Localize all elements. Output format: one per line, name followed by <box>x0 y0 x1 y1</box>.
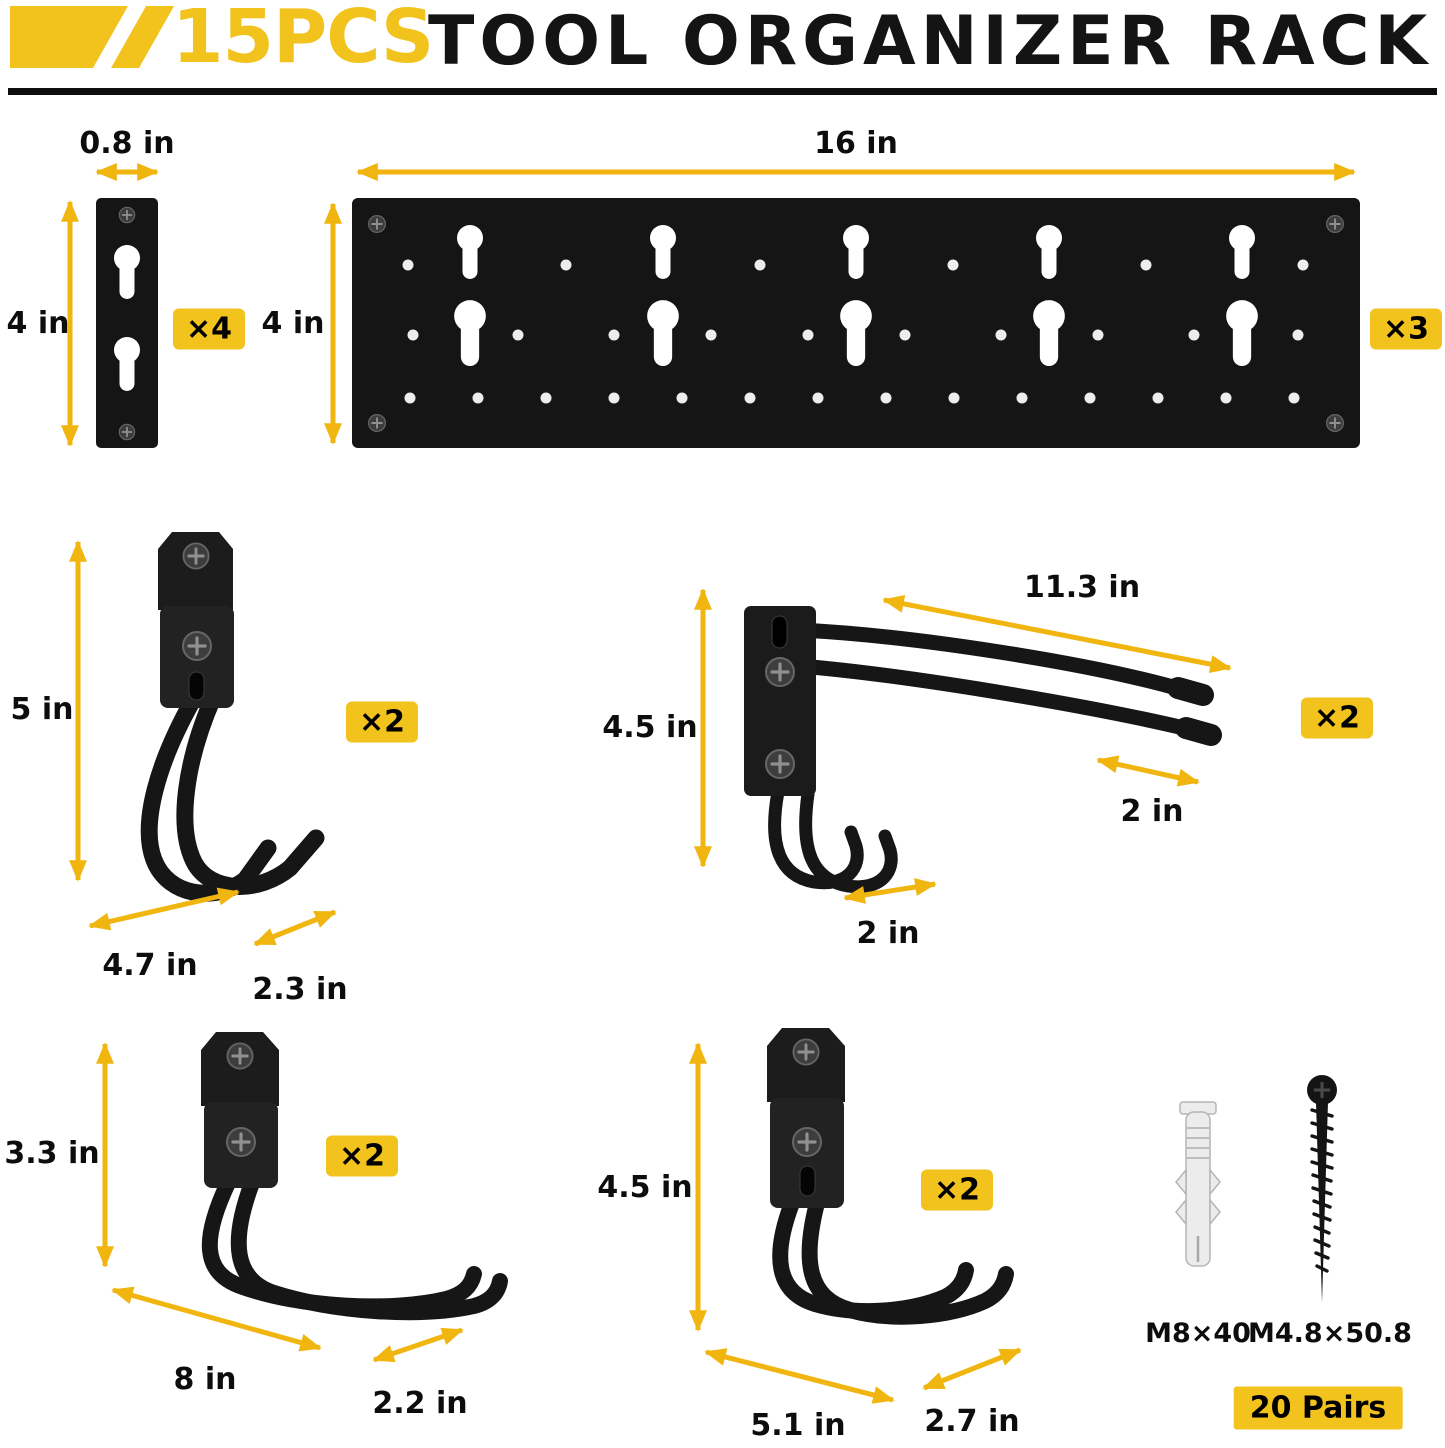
dim-arrow-jumbo-tip <box>253 909 337 947</box>
title-count: 15PCS <box>172 0 434 80</box>
qty-badge-long-rail: ×3 <box>1369 308 1443 350</box>
long-rail-width-label: 16 in <box>814 126 898 161</box>
long-rail-graphic <box>352 198 1360 448</box>
small-double-hook-graphic <box>201 1032 508 1321</box>
double-arm-height-label: 4.5 in <box>602 710 698 745</box>
arm-gap-label: 2 in <box>1120 794 1184 829</box>
jumbo-hook-tip-label: 2.3 in <box>252 972 348 1007</box>
qty-badge-medium-hook: ×2 <box>920 1169 994 1211</box>
qty-badge-small-hook: ×2 <box>325 1135 399 1177</box>
jumbo-hook-base-label: 4.7 in <box>102 948 198 983</box>
anchor-size-label: M8×40 <box>1145 1318 1251 1349</box>
qty-badge-jumbo-hook: ×2 <box>345 701 419 743</box>
wall-anchor-icon <box>1175 1101 1221 1267</box>
dim-arrow-small-hook-tip <box>372 1327 464 1363</box>
page-title: TOOL ORGANIZER RACK <box>428 2 1433 81</box>
small-hook-length-label: 8 in <box>173 1362 237 1397</box>
pairs-badge: 20 Pairs <box>1233 1386 1403 1430</box>
short-rail-graphic <box>96 198 158 448</box>
screw-icon <box>1307 1075 1337 1303</box>
dim-arrow-small-hook-length <box>111 1286 322 1352</box>
medium-hook-length-label: 5.1 in <box>750 1408 846 1443</box>
dim-arrow-double-arm-length <box>882 594 1232 674</box>
jumbo-hook-graphic <box>140 532 325 902</box>
dim-arrow-arm-gap <box>1096 755 1200 787</box>
double-arm-length-label: 11.3 in <box>1023 570 1141 605</box>
short-rail-height-label: 4 in <box>6 306 70 341</box>
dimension-arrows <box>61 163 1356 1404</box>
rail-hole-pattern <box>402 259 1309 404</box>
logo-stripes-icon <box>10 6 174 68</box>
dim-arrow-jumbo-base <box>88 887 240 931</box>
medium-double-hook-graphic <box>767 1028 1014 1325</box>
hook-gap-label: 2 in <box>856 916 920 951</box>
short-rail-width-label: 0.8 in <box>79 126 175 161</box>
medium-hook-tip-label: 2.7 in <box>924 1404 1020 1439</box>
screw-size-label: M4.8×50.8 <box>1248 1318 1412 1349</box>
long-rail-height-label: 4 in <box>261 306 325 341</box>
brand-logo <box>8 2 178 76</box>
dim-arrow-hook-gap <box>843 878 937 904</box>
dim-arrow-medium-hook-length <box>704 1348 895 1404</box>
small-hook-height-label: 3.3 in <box>4 1136 100 1171</box>
qty-badge-short-rail: ×4 <box>172 308 246 350</box>
qty-badge-double-arm: ×2 <box>1300 697 1374 739</box>
jumbo-hook-height-label: 5 in <box>10 692 74 727</box>
small-hook-tip-label: 2.2 in <box>372 1386 468 1421</box>
dim-arrow-medium-hook-tip <box>922 1347 1022 1391</box>
title-underline <box>8 88 1437 95</box>
medium-hook-height-label: 4.5 in <box>597 1170 693 1205</box>
